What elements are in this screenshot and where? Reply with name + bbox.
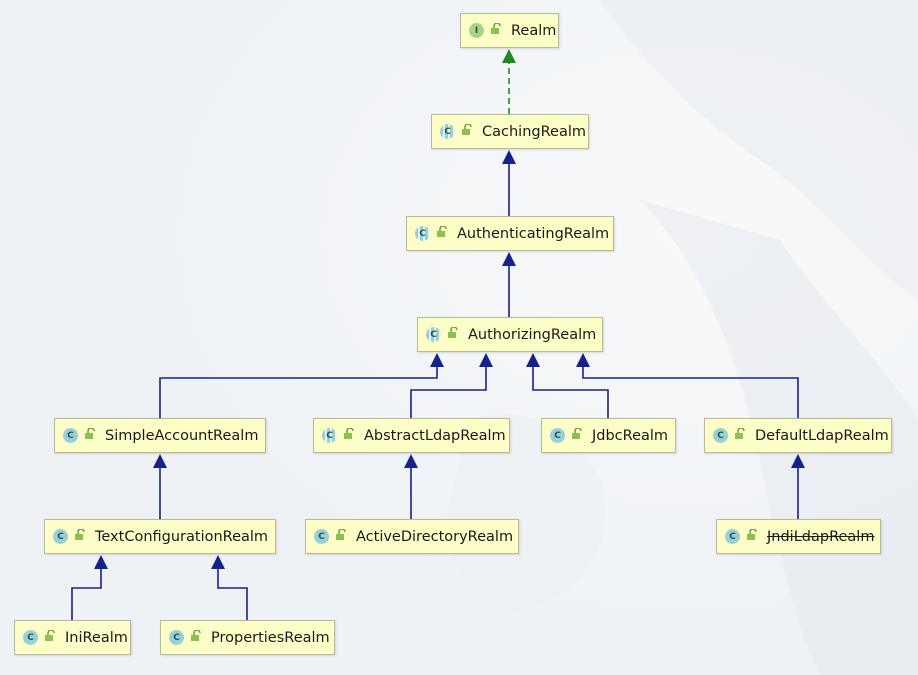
class-name: AbstractLdapRealm	[364, 427, 506, 444]
class-icon: C	[550, 428, 565, 443]
class-name: TextConfigurationRealm	[95, 528, 269, 545]
public-lock-icon	[447, 325, 468, 343]
edge-simpleaccount-to-authorizing	[159, 353, 444, 418]
edge-line	[217, 568, 248, 620]
public-lock-icon	[335, 527, 356, 545]
inheritance-arrowhead	[153, 454, 167, 468]
class-node-abstract-ldap-realm[interactable]: C AbstractLdapRealm	[313, 418, 510, 453]
class-name: Realm	[511, 22, 557, 39]
class-name: AuthenticatingRealm	[457, 225, 610, 242]
edge-jdbc-to-authorizing	[526, 353, 609, 418]
edge-abstractldap-to-authorizing	[410, 353, 493, 418]
class-name: IniRealm	[65, 629, 128, 646]
class-icon: C	[314, 529, 329, 544]
edge-jndildap-to-defaultldap	[791, 454, 805, 519]
inheritance-arrowhead	[404, 454, 418, 468]
edge-line	[582, 366, 799, 418]
class-node-text-configuration-realm[interactable]: C TextConfigurationRealm	[44, 519, 276, 554]
class-name: SimpleAccountRealm	[105, 427, 259, 444]
class-node-properties-realm[interactable]: C PropertiesRealm	[160, 620, 335, 655]
inheritance-arrowhead	[576, 353, 590, 367]
edge-line	[410, 366, 487, 418]
inheritance-arrowhead	[791, 454, 805, 468]
interface-icon: I	[469, 23, 484, 38]
abstract-class-icon: C	[440, 124, 455, 139]
class-icon: C	[169, 630, 184, 645]
public-lock-icon	[190, 628, 211, 646]
inheritance-arrowhead	[502, 49, 516, 63]
class-node-ini-realm[interactable]: C IniRealm	[14, 620, 131, 655]
inheritance-arrowhead	[526, 353, 540, 367]
public-lock-icon	[44, 628, 65, 646]
inheritance-arrowhead	[430, 353, 444, 367]
abstract-class-icon: C	[322, 428, 337, 443]
class-node-simple-account-realm[interactable]: C SimpleAccountRealm	[54, 418, 266, 453]
public-lock-icon	[734, 426, 755, 444]
class-name: DefaultLdapRealm	[755, 427, 889, 444]
edge-ini-to-textconfig	[71, 555, 108, 620]
class-node-realm[interactable]: I Realm	[460, 13, 559, 48]
class-node-default-ldap-realm[interactable]: C DefaultLdapRealm	[704, 418, 892, 453]
public-lock-icon	[84, 426, 105, 444]
public-lock-icon	[436, 224, 457, 242]
class-name: ActiveDirectoryRealm	[356, 528, 514, 545]
edge-textconfig-to-simpleaccount	[153, 454, 167, 519]
class-name-deprecated: JndiLdapRealm	[767, 528, 875, 545]
class-node-active-directory-realm[interactable]: C ActiveDirectoryRealm	[305, 519, 519, 554]
inheritance-arrowhead	[211, 555, 225, 569]
class-icon: C	[63, 428, 78, 443]
public-lock-icon	[746, 527, 767, 545]
public-lock-icon	[74, 527, 95, 545]
edge-authenticating-to-caching	[502, 150, 516, 216]
class-node-authenticating-realm[interactable]: C AuthenticatingRealm	[406, 216, 614, 251]
public-lock-icon	[490, 21, 511, 39]
class-icon: C	[53, 529, 68, 544]
edge-line	[159, 366, 438, 418]
inheritance-arrowhead	[479, 353, 493, 367]
class-node-jdbc-realm[interactable]: C JdbcRealm	[541, 418, 676, 453]
edge-implements-caching-realm	[502, 49, 516, 114]
class-node-caching-realm[interactable]: C CachingRealm	[431, 114, 589, 149]
edge-properties-to-textconfig	[211, 555, 248, 620]
class-icon: C	[713, 428, 728, 443]
edge-line	[71, 568, 102, 620]
class-node-jndi-ldap-realm[interactable]: C JndiLdapRealm	[716, 519, 881, 554]
edge-authorizing-to-authenticating	[502, 252, 516, 317]
class-name: PropertiesRealm	[211, 629, 330, 646]
abstract-class-icon: C	[415, 226, 430, 241]
class-name: AuthorizingRealm	[468, 326, 597, 343]
class-icon: C	[725, 529, 740, 544]
public-lock-icon	[343, 426, 364, 444]
class-name: CachingRealm	[482, 123, 586, 140]
class-name: JdbcRealm	[592, 427, 669, 444]
edge-activedirectory-to-abstractldap	[404, 454, 418, 519]
inheritance-arrowhead	[502, 252, 516, 266]
class-node-authorizing-realm[interactable]: C AuthorizingRealm	[417, 317, 603, 352]
edge-defaultldap-to-authorizing	[576, 353, 799, 418]
inheritance-arrowhead	[94, 555, 108, 569]
edge-line	[532, 366, 609, 418]
class-icon: C	[23, 630, 38, 645]
abstract-class-icon: C	[426, 327, 441, 342]
inheritance-arrowhead	[502, 150, 516, 164]
public-lock-icon	[461, 122, 482, 140]
public-lock-icon	[571, 426, 592, 444]
